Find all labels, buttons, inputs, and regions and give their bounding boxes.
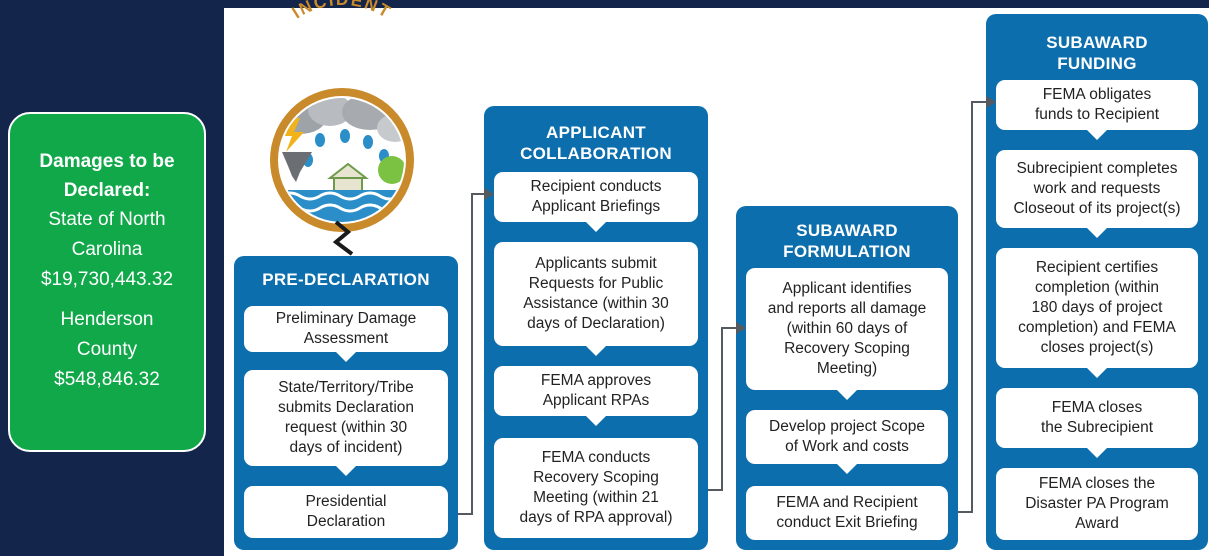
damages-title-line1: Damages to be — [39, 151, 175, 172]
state-line1: State of North — [48, 209, 166, 230]
crack-icon — [332, 220, 354, 256]
state-amount: $19,730,443.32 — [40, 269, 174, 290]
column-title: SUBAWARD FORMULATION — [783, 221, 911, 261]
damages-box: Damages to be Declared: State of North C… — [8, 112, 206, 452]
column-title: APPLICANT COLLABORATION — [520, 123, 672, 163]
state-line2: Carolina — [71, 239, 143, 260]
column-applicant-collaboration: APPLICANT COLLABORATION Recipient conduc… — [484, 106, 708, 550]
county-amount: $548,846.32 — [54, 369, 160, 390]
storm-scene-icon — [280, 98, 404, 222]
connector-arrow-3 — [958, 101, 988, 513]
county-line1: Henderson — [60, 309, 154, 330]
tornado-icon — [282, 152, 312, 182]
column-subaward-formulation: SUBAWARD FORMULATION Applicant identifie… — [736, 206, 958, 550]
column-title: PRE-DECLARATION — [262, 270, 430, 289]
damages-title-line2: Declared: — [63, 180, 151, 201]
arrowhead-icon — [986, 96, 996, 108]
column-title: SUBAWARD FUNDING — [1046, 33, 1148, 73]
county-line2: County — [76, 339, 138, 360]
arrowhead-icon — [736, 322, 746, 334]
tree-icon — [378, 156, 404, 184]
connector-arrow-1 — [458, 193, 486, 515]
arrowhead-icon — [484, 188, 494, 200]
connector-arrow-2 — [708, 327, 738, 491]
